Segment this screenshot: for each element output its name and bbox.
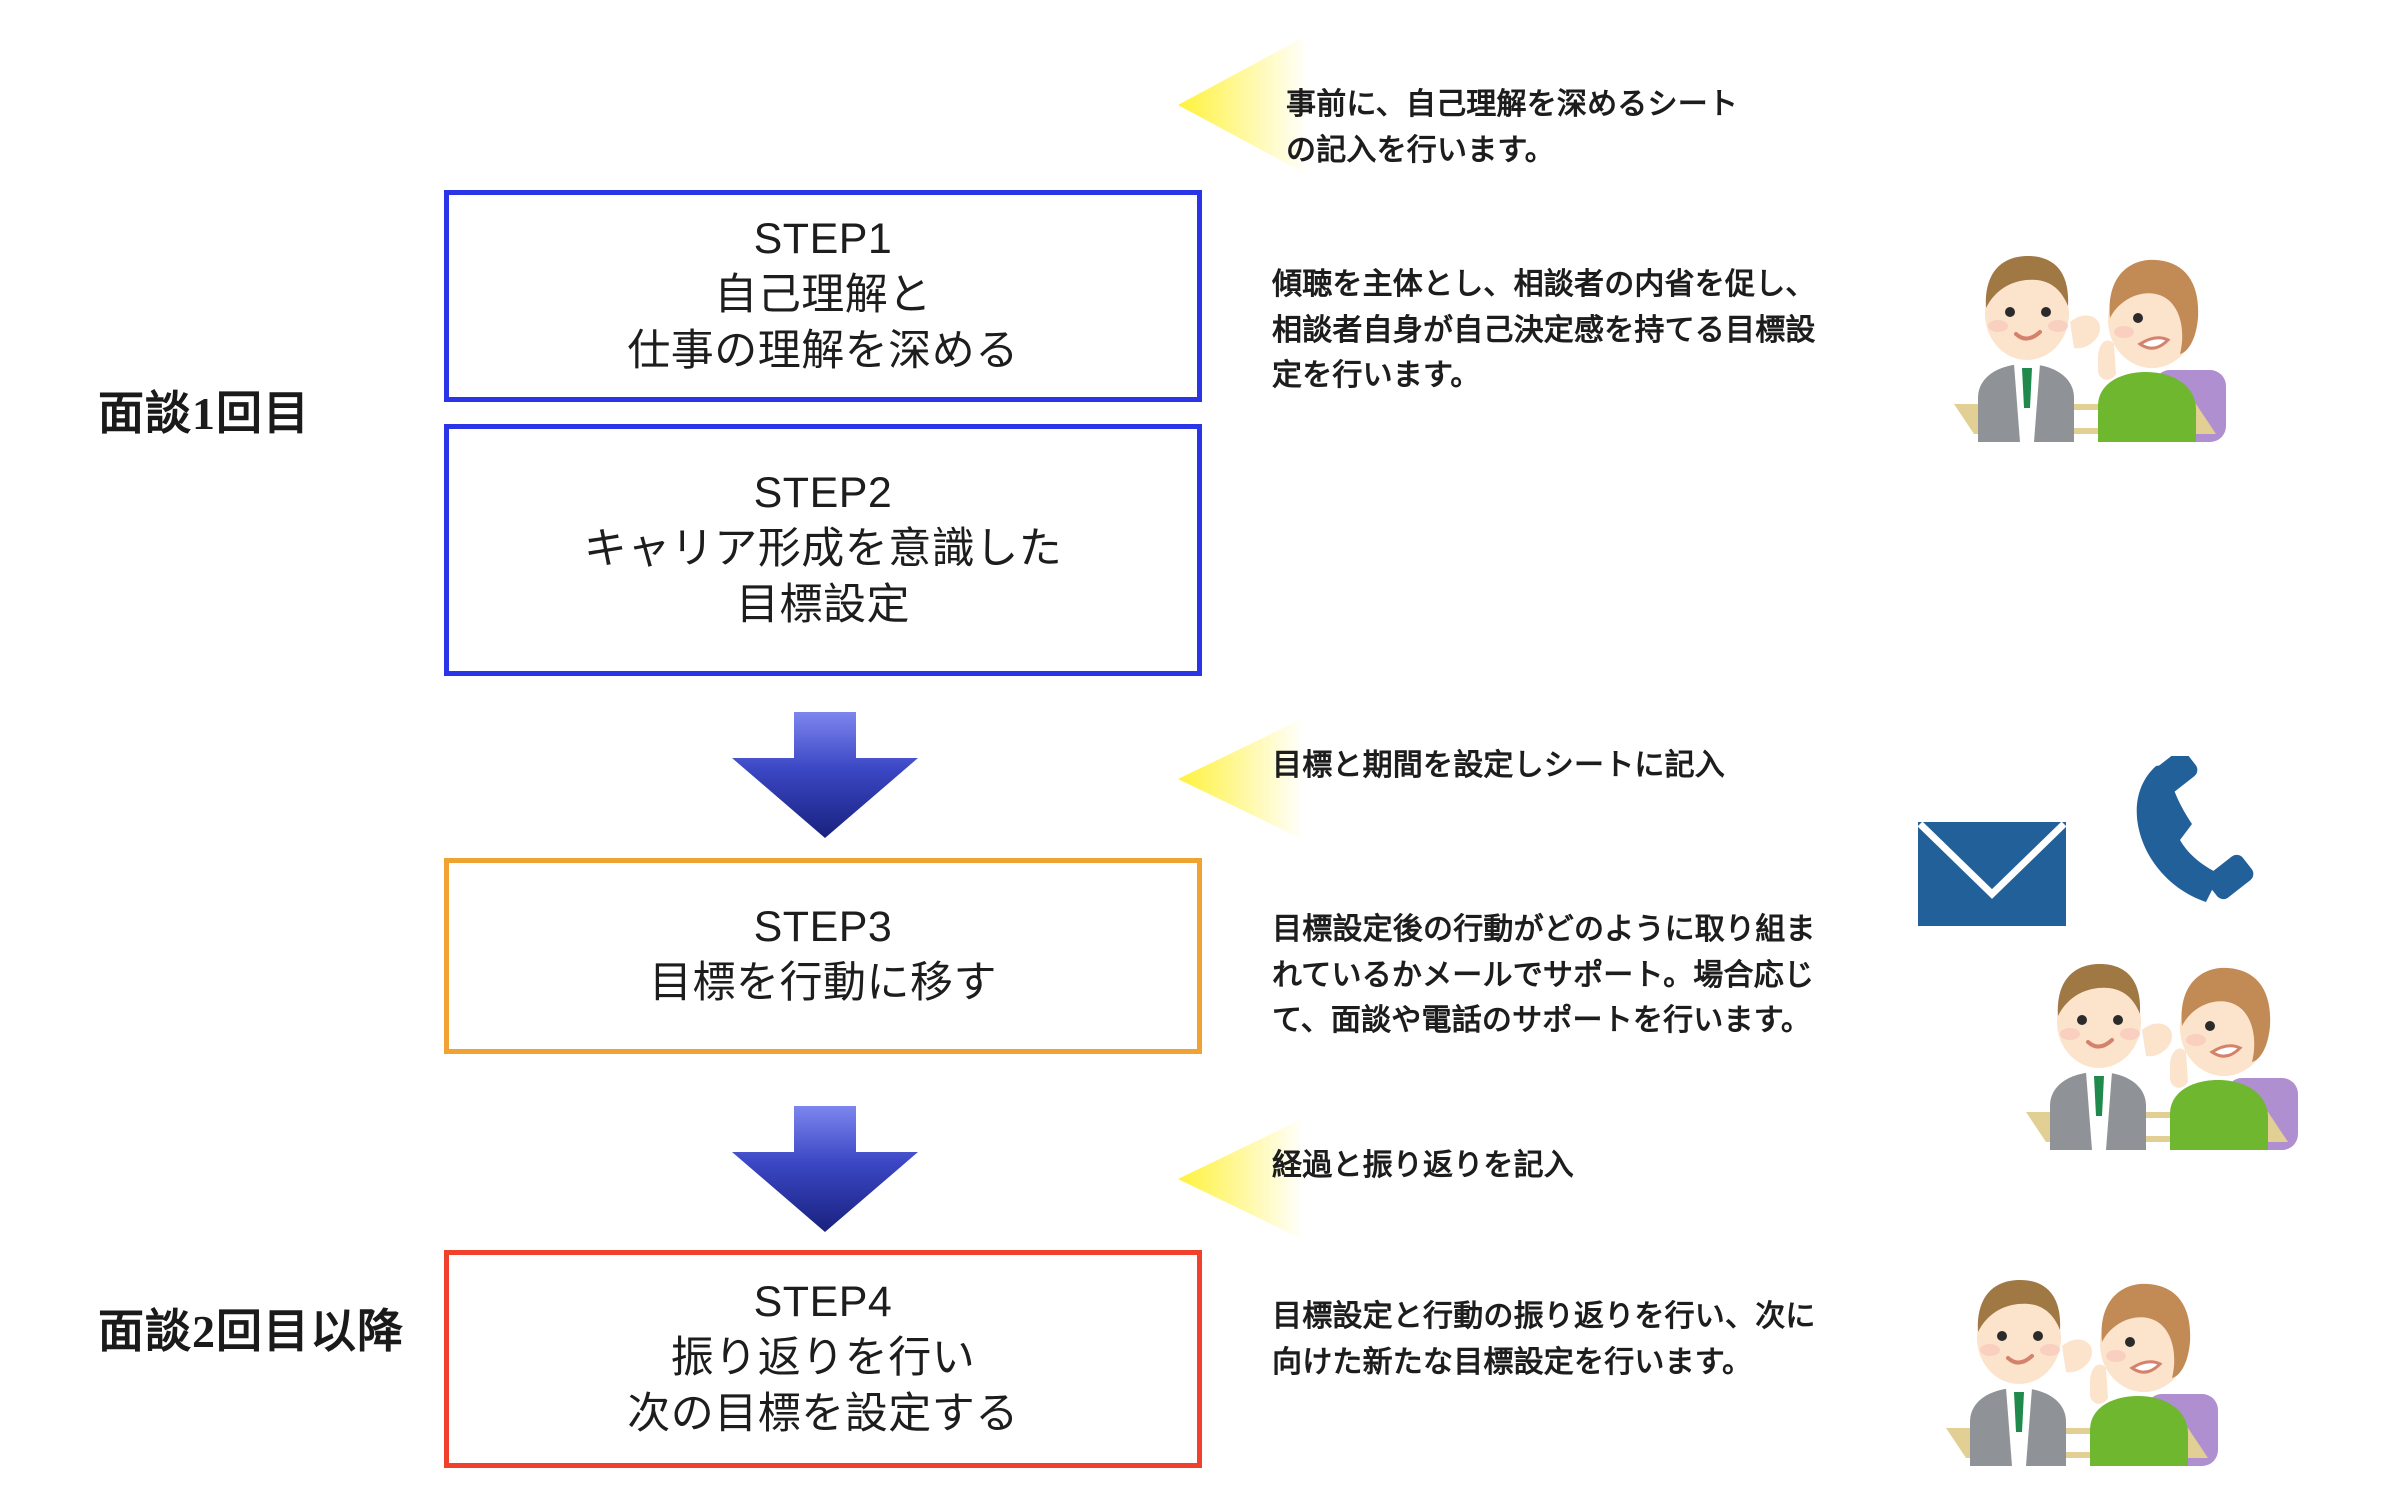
annotation-mail-support: 目標設定後の行動がどのように取り組ま れているかメールでサポート。場合応じ て、… [1272,907,1816,1044]
annotation-4-line-3: て、面談や電話のサポートを行います。 [1272,1004,1812,1038]
step-1-line-2: 仕事の理解を深める [627,326,1019,375]
annotation-active-listening: 傾聴を主体とし、相談者の内省を促し、 相談者自身が自己決定感を持てる目標設 定を… [1272,262,1816,399]
annotation-2-line-3: 定を行います。 [1272,359,1481,393]
annotation-new-goal-setting: 目標設定と行動の振り返りを行い、次に 向けた新たな目標設定を行います。 [1272,1294,1816,1385]
down-arrow-icon [732,712,918,838]
counseling-interview-illustration [1946,1280,2218,1466]
phase-label-second-interview-onward: 面談2回目以降 [98,1306,404,1357]
counseling-interview-illustration [2026,964,2298,1150]
phase-label-first-interview: 面談1回目 [98,388,310,439]
annotation-2-line-2: 相談者自身が自己決定感を持てる目標設 [1272,313,1816,347]
step-1-line-1: 自己理解と [714,271,932,320]
annotation-1-line-2: の記入を行います。 [1286,133,1555,167]
step-4-line-2: 次の目標を設定する [627,1389,1019,1438]
step-box-4: STEP4 振り返りを行い 次の目標を設定する [444,1250,1202,1468]
annotation-progress-reflection: 経過と振り返りを記入 [1272,1143,1574,1189]
step-3-heading: STEP3 [753,903,893,952]
step-box-3: STEP3 目標を行動に移す [444,858,1202,1054]
step-3-line-1: 目標を行動に移す [649,959,997,1007]
step-box-1: STEP1 自己理解と 仕事の理解を深める [444,190,1202,402]
step-2-line-1: キャリア形成を意識した [583,525,1063,574]
annotation-1-line-1: 事前に、自己理解を深めるシート [1286,88,1739,121]
step-box-2: STEP2 キャリア形成を意識した 目標設定 [444,424,1202,676]
annotation-2-line-1: 傾聴を主体とし、相談者の内省を促し、 [1272,268,1816,301]
left-triangle-callout-icon [1178,35,1308,175]
counseling-interview-illustration [1954,256,2226,442]
annotation-3-line-1: 目標と期間を設定しシートに記入 [1272,749,1725,782]
annotation-4-line-1: 目標設定後の行動がどのように取り組ま [1272,913,1816,946]
annotation-4-line-2: れているかメールでサポート。場合応じ [1272,958,1815,992]
annotation-6-line-1: 目標設定と行動の振り返りを行い、次に [1272,1300,1816,1333]
step-4-heading: STEP4 [753,1278,893,1327]
annotation-pre-interview-sheet: 事前に、自己理解を深めるシート の記入を行います。 [1286,82,1738,173]
left-triangle-callout-icon [1178,718,1304,840]
down-arrow-icon [732,1106,918,1232]
annotation-goal-period-sheet: 目標と期間を設定しシートに記入 [1272,743,1725,789]
annotation-6-line-2: 向けた新たな目標設定を行います。 [1272,1345,1753,1379]
mail-envelope-icon [1918,822,2066,926]
telephone-handset-icon [2136,756,2254,902]
annotation-5-line-1: 経過と振り返りを記入 [1272,1149,1574,1182]
step-1-heading: STEP1 [753,215,893,264]
left-triangle-callout-icon [1178,1118,1304,1240]
step-2-line-2: 目標設定 [736,580,910,629]
step-2-heading: STEP2 [753,469,893,518]
step-4-line-1: 振り返りを行い [670,1334,976,1383]
